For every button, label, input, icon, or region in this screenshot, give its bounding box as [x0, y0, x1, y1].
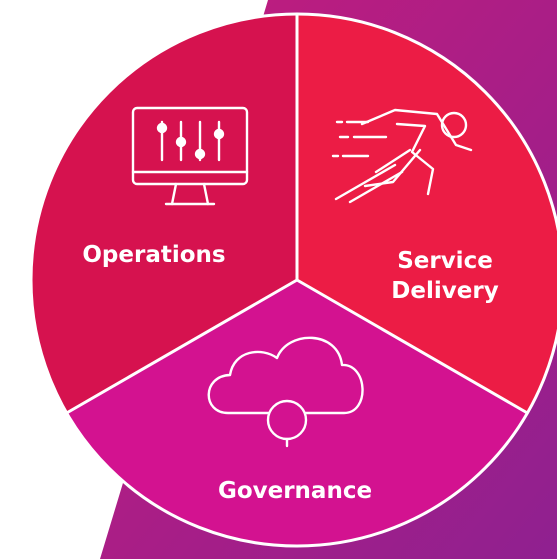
segment-operations	[30, 13, 297, 413]
label-operations: Operations	[82, 242, 225, 268]
cloud-icon	[207, 336, 364, 448]
monitor-sliders-icon	[131, 106, 249, 206]
segment-service-delivery	[297, 14, 557, 413]
running-person-icon	[331, 108, 473, 204]
circle-outline	[29, 12, 557, 548]
label-governance: Governance	[218, 478, 372, 504]
segment-dividers	[65, 14, 529, 415]
label-delivery: Delivery	[391, 278, 498, 304]
label-service: Service	[397, 248, 493, 274]
